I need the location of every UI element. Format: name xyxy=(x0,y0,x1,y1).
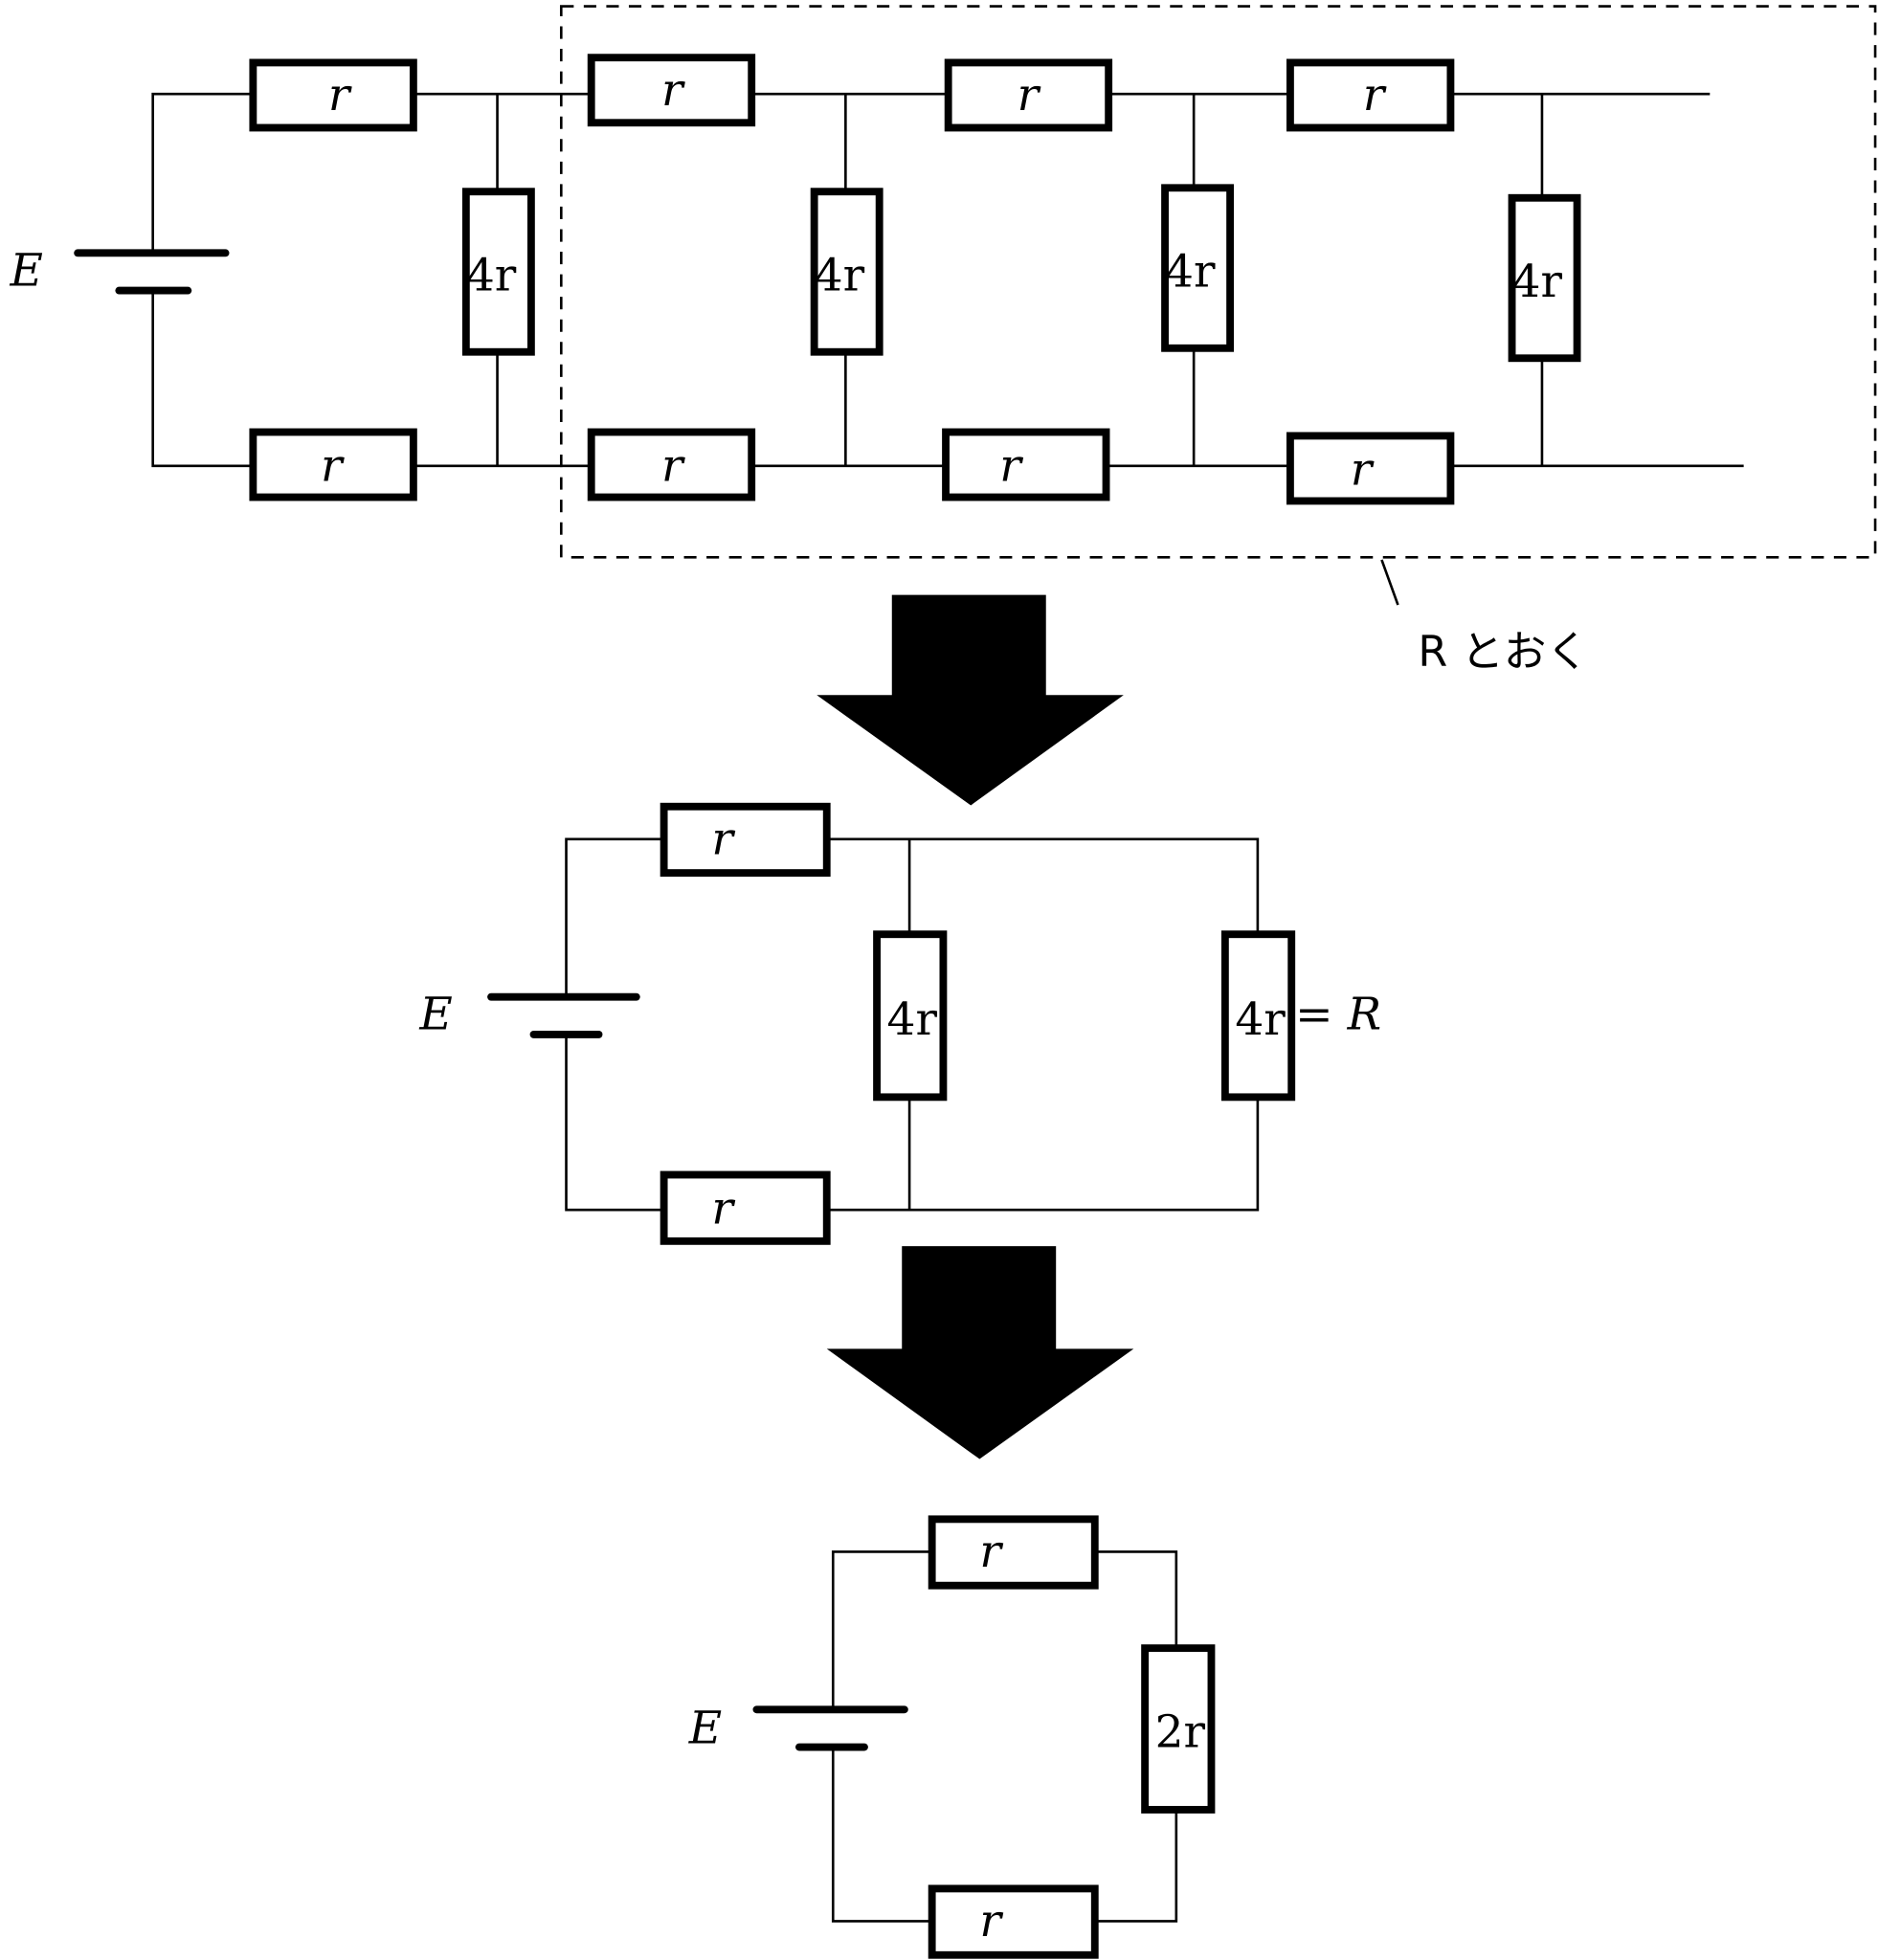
resistor-label: 2r xyxy=(1155,1706,1206,1759)
annotation-label: R とおく xyxy=(1418,628,1589,677)
resistor-label: r xyxy=(999,440,1023,493)
stage-1-ladder: E r r r r r r r r 4r xyxy=(9,5,1877,677)
annotation-leader xyxy=(1380,559,1399,606)
resistor-label: 4r xyxy=(1512,256,1563,308)
resistor-label: 4r xyxy=(815,250,865,302)
battery-label: E xyxy=(9,244,42,297)
down-arrow-icon xyxy=(816,594,1124,806)
resistor-2r xyxy=(1141,1644,1216,1814)
resistor-r xyxy=(944,58,1113,132)
resistor-r xyxy=(942,428,1110,501)
resistor-r xyxy=(928,1884,1099,1959)
resistor-r xyxy=(1286,432,1455,505)
resistor-label: 4r xyxy=(887,993,938,1046)
resistor-r xyxy=(660,1170,831,1245)
equivalent-region-box xyxy=(559,5,1877,559)
resistor-r xyxy=(1286,58,1455,132)
resistor-label: r xyxy=(1018,69,1041,122)
resistor-label: r xyxy=(979,1526,1003,1578)
resistor-r xyxy=(660,802,831,878)
resistor-4r xyxy=(1161,184,1235,352)
resistor-label: r xyxy=(711,813,735,865)
battery-label: E xyxy=(688,1703,722,1755)
resistor-4r-equivalent xyxy=(1220,930,1296,1102)
resistor-label: r xyxy=(661,64,685,117)
resistor-label: 4r xyxy=(1165,246,1216,299)
battery-label: E xyxy=(418,989,452,1041)
resistor-label: r xyxy=(979,1895,1003,1948)
resistor-4r xyxy=(1508,193,1581,363)
resistor-label: r xyxy=(1351,443,1375,496)
resistor-4r xyxy=(461,188,535,356)
resistor-label: r xyxy=(711,1183,735,1236)
resistor-label: 4r xyxy=(1235,993,1286,1046)
resistor-r xyxy=(587,428,756,501)
resistor-r xyxy=(587,54,756,127)
resistor-r xyxy=(249,428,417,501)
equivalence-label: = R xyxy=(1295,989,1381,1041)
resistor-r xyxy=(928,1515,1099,1590)
stage-2-reduced: E r r 4r 4r = R xyxy=(418,802,1381,1245)
resistor-label: 4r xyxy=(466,250,517,302)
resistor-label: r xyxy=(328,69,352,122)
resistor-label: r xyxy=(661,440,685,493)
resistor-label: r xyxy=(1363,69,1387,122)
resistor-4r xyxy=(810,188,884,356)
resistor-4r xyxy=(873,930,948,1102)
stage-3-final: E r r 2r xyxy=(688,1515,1216,1959)
resistor-r xyxy=(249,58,417,132)
down-arrow-icon xyxy=(826,1246,1134,1459)
resistor-label: r xyxy=(321,440,345,493)
